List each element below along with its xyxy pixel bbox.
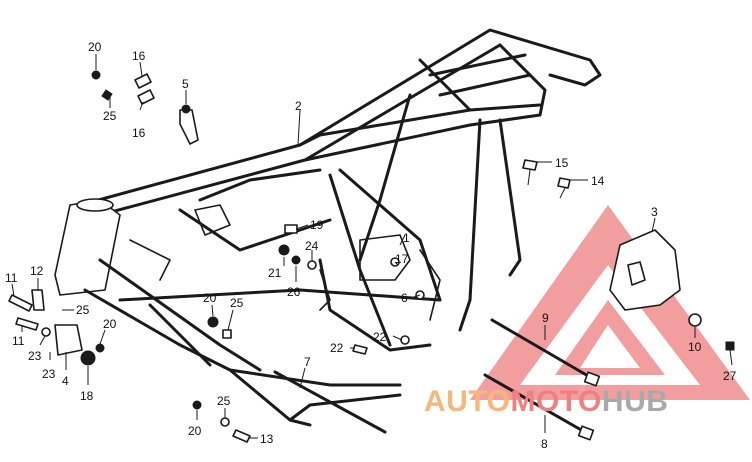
callout-1: 1 (403, 231, 410, 245)
callout-23: 23 (42, 367, 56, 381)
callout-11: 11 (12, 334, 25, 348)
watermark-triangle-center (580, 325, 640, 368)
callout-23: 23 (28, 349, 42, 363)
callout-11: 11 (5, 271, 18, 285)
callout-17: 17 (395, 252, 409, 266)
callout-labels: 20 25 16 16 5 2 15 14 3 19 24 21 26 1 17… (5, 40, 737, 451)
callout-25: 25 (76, 303, 90, 317)
callout-5: 5 (182, 77, 189, 91)
main-frame (54, 28, 602, 427)
watermark-text: AUTOMOTOHUB (424, 385, 668, 418)
callout-4: 4 (62, 374, 69, 388)
callout-3: 3 (651, 205, 658, 219)
callout-13: 13 (260, 432, 274, 446)
callout-8: 8 (541, 437, 548, 451)
callout-18: 18 (80, 389, 94, 403)
callout-14: 14 (591, 174, 605, 188)
watermark-logo (470, 205, 750, 400)
callout-9: 9 (542, 311, 549, 325)
callout-12: 12 (30, 264, 44, 278)
callout-21: 21 (268, 266, 282, 280)
callout-20: 20 (203, 291, 217, 305)
callout-25: 25 (217, 394, 231, 408)
callout-24: 24 (305, 239, 319, 253)
callout-25: 25 (103, 109, 117, 123)
callout-16: 16 (132, 49, 146, 63)
callout-2: 2 (295, 99, 302, 113)
callout-20: 20 (188, 424, 202, 438)
watermark-auto: AUTO (424, 385, 510, 418)
callout-27: 27 (723, 369, 737, 383)
callout-22: 22 (330, 341, 344, 355)
svg-text:AUTOMOTOHUB: AUTOMOTOHUB (424, 385, 668, 418)
callout-15: 15 (555, 156, 569, 170)
leader-lines (11, 54, 733, 439)
hardware-parts (8, 70, 735, 443)
callout-7: 7 (304, 355, 311, 369)
watermark-moto: MOTO (510, 385, 601, 418)
callout-10: 10 (688, 340, 702, 354)
side-cover (609, 229, 681, 311)
callout-20: 20 (88, 40, 102, 54)
callout-16: 16 (132, 126, 146, 140)
callout-22: 22 (373, 330, 387, 344)
rod-parts (273, 318, 601, 441)
callout-19: 19 (310, 218, 324, 232)
callout-6: 6 (401, 291, 408, 305)
watermark-hub: HUB (602, 385, 669, 418)
callout-26: 26 (287, 285, 301, 299)
callout-25: 25 (230, 296, 244, 310)
callout-20: 20 (103, 317, 117, 331)
